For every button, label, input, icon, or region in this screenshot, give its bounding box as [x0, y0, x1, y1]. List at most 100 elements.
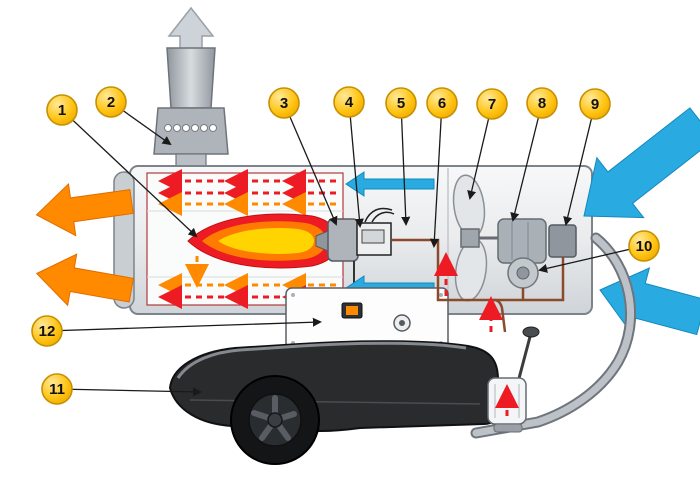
callout-circle	[333, 86, 365, 118]
cold-air-arrow	[583, 107, 700, 219]
burner-assembly	[315, 207, 395, 289]
chimney-collar	[153, 107, 229, 155]
callouts: 1 2 3 4 5 6 7	[31, 86, 660, 405]
callout-number: 11	[49, 381, 65, 398]
leader-line	[429, 102, 443, 248]
callout-circle	[41, 373, 73, 405]
callout-9: 9	[563, 88, 611, 226]
leader-line	[348, 101, 364, 228]
flame-core	[218, 228, 314, 254]
exhaust-up-arrow	[167, 6, 215, 55]
electrode-wire	[364, 207, 393, 223]
leader-line	[283, 102, 338, 226]
fan-hub	[460, 228, 480, 248]
leader-line	[61, 109, 198, 238]
callout-number: 12	[39, 323, 56, 340]
wheel-hub	[267, 412, 283, 428]
callout-number: 8	[538, 95, 546, 112]
callout-7: 7	[467, 88, 508, 200]
chimney-hole	[173, 124, 181, 132]
fuel-line-pump	[494, 257, 565, 302]
fuel-lines	[392, 238, 565, 333]
callout-circle	[628, 230, 660, 262]
cold-air-arrow	[345, 171, 435, 197]
callout-number: 3	[280, 95, 288, 112]
leader-line	[563, 103, 596, 226]
callout-number: 10	[636, 238, 653, 255]
chimney-hole	[191, 124, 199, 132]
callout-5: 5	[385, 87, 417, 226]
callout-circle	[46, 94, 78, 126]
callout-8: 8	[510, 87, 558, 222]
callout-number: 9	[591, 96, 599, 113]
chimney-hole	[200, 124, 208, 132]
callout-number: 2	[107, 94, 115, 111]
leader-line	[538, 245, 645, 273]
chimney-hole	[209, 124, 217, 132]
leader-line	[400, 102, 411, 226]
leader-line	[510, 102, 543, 222]
fuel-pump	[548, 224, 577, 258]
cold-air-arrow	[599, 267, 700, 336]
callout-number: 6	[438, 95, 446, 112]
electrode-wire	[371, 211, 395, 223]
wheel	[230, 375, 320, 465]
fuel-filter	[507, 257, 539, 289]
fan	[452, 174, 498, 302]
leader-line	[46, 317, 322, 332]
callout-circle	[579, 88, 611, 120]
callout-number: 7	[488, 96, 496, 113]
cold-air-intake-arrow-bottom	[599, 267, 700, 336]
chimney-hole	[164, 124, 172, 132]
callout-1: 1	[46, 94, 198, 238]
callout-2: 2	[95, 86, 172, 146]
exhaust-arrow-icon	[167, 6, 215, 55]
fuel-tank-shell	[168, 340, 499, 432]
fuel-solenoid	[361, 229, 385, 244]
chimney	[153, 47, 229, 171]
callout-circle	[95, 86, 127, 118]
pickup-foot	[493, 423, 523, 433]
flue-flow-arrows	[158, 169, 336, 309]
callout-number: 1	[58, 102, 66, 119]
callout-3: 3	[268, 87, 338, 226]
panel-screw	[439, 293, 443, 297]
flame	[185, 213, 339, 288]
fuel-pickup	[487, 326, 540, 433]
callout-circle	[31, 315, 63, 347]
callout-number: 5	[397, 95, 405, 112]
fuel-filter-cap	[516, 266, 530, 280]
burner-nozzle-holder	[327, 218, 359, 262]
chimney-stack	[166, 47, 216, 109]
fuel-tank	[168, 340, 499, 432]
callout-6: 6	[426, 87, 458, 248]
panel-connector-pin	[399, 320, 405, 326]
leader-line	[467, 103, 493, 200]
callout-4: 4	[333, 86, 365, 228]
callout-circle	[385, 87, 417, 119]
motor	[497, 218, 547, 264]
callout-circle	[268, 87, 300, 119]
chimney-holes	[164, 124, 217, 132]
callout-circle	[476, 88, 508, 120]
handle-tube	[472, 234, 635, 437]
callout-number: 4	[345, 94, 354, 111]
hot-air-arrow-top	[35, 183, 134, 237]
fuel-cap	[522, 326, 540, 338]
leader-line	[56, 387, 202, 397]
callout-12: 12	[31, 315, 322, 347]
callout-11: 11	[41, 373, 202, 405]
motor-body	[497, 218, 547, 264]
callout-10: 10	[538, 230, 660, 273]
hot-air-arrow-bottom	[35, 253, 134, 307]
panel-screw	[291, 293, 295, 297]
power-switch-rocker	[346, 306, 358, 315]
hot-air-arrows	[35, 183, 134, 307]
chimney-hole	[182, 124, 190, 132]
cold-air-intake-arrow-top	[583, 107, 700, 219]
fuel-tank-highlight	[176, 341, 467, 379]
callout-circle	[426, 87, 458, 119]
callout-circle	[526, 87, 558, 119]
